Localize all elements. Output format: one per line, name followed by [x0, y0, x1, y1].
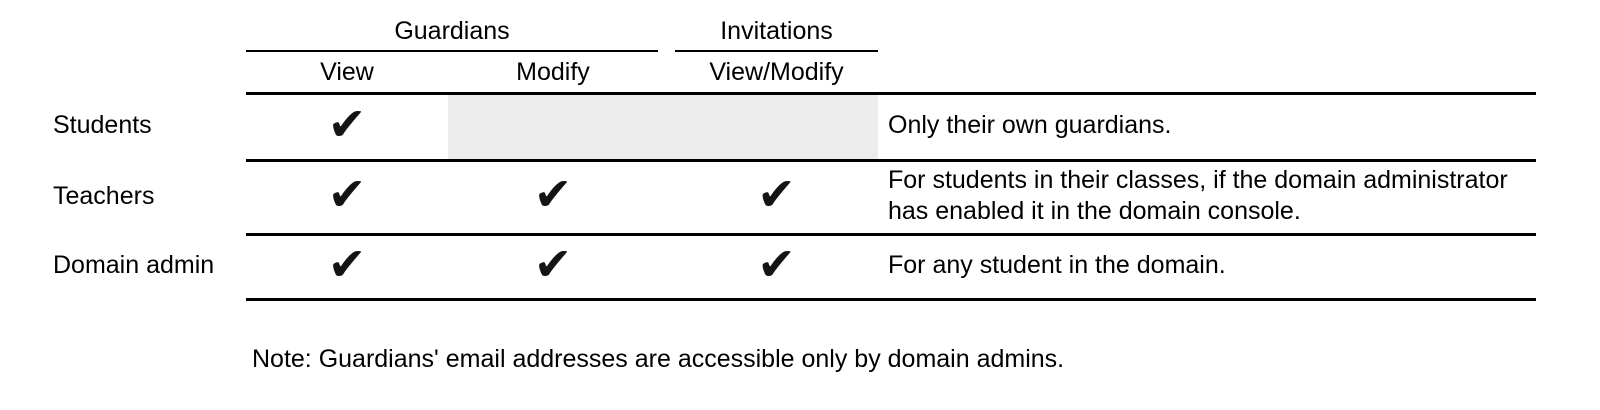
checkmark-icon: ✔: [327, 236, 367, 291]
row-label-teachers: Teachers: [53, 181, 155, 210]
checkmark-icon: ✔: [533, 167, 573, 221]
checkmark-icon: ✔: [533, 236, 573, 291]
footnote: Note: Guardians' email addresses are acc…: [252, 345, 1065, 373]
column-gap: [658, 159, 675, 233]
permission-note-teachers: For students in their classes, if the do…: [888, 166, 1508, 225]
row-label-students: Students: [53, 111, 152, 139]
column-group-guardians-label: Guardians: [394, 17, 510, 45]
table-row-domain-admin: Domain admin ✔ ✔ ✔ For any student in th…: [0, 233, 1546, 298]
column-group-guardians: Guardians: [246, 16, 658, 52]
column-subheader-row: View Modify View/Modify: [0, 52, 1546, 92]
column-gap: [658, 233, 675, 298]
checkmark-icon: ✔: [757, 236, 796, 291]
table-row-teachers: Teachers ✔ ✔ ✔ For students in their cla…: [0, 159, 1546, 233]
checkmark-icon: ✔: [757, 167, 796, 221]
checkmark-icon: ✔: [327, 96, 367, 151]
permissions-table: Guardians Invitations View Modify View/M…: [0, 16, 1546, 301]
column-header-modify: Modify: [516, 57, 590, 86]
permission-note-domain-admin: For any student in the domain.: [888, 251, 1226, 279]
column-group-invitations: Invitations: [675, 16, 878, 52]
column-gap-shaded: [658, 92, 675, 159]
column-header-view-modify: View/Modify: [709, 57, 844, 86]
column-group-invitations-label: Invitations: [720, 17, 833, 45]
checkmark-icon: ✔: [327, 167, 367, 221]
permission-note-students: Only their own guardians.: [888, 111, 1172, 139]
table-row-students: Students ✔ Only their own guardians.: [0, 92, 1546, 159]
column-group-header-row: Guardians Invitations: [0, 16, 1546, 52]
row-label-domain-admin: Domain admin: [53, 251, 215, 279]
empty-shaded-cell: [448, 92, 658, 159]
column-header-view: View: [320, 57, 374, 86]
empty-shaded-cell: [675, 92, 878, 159]
